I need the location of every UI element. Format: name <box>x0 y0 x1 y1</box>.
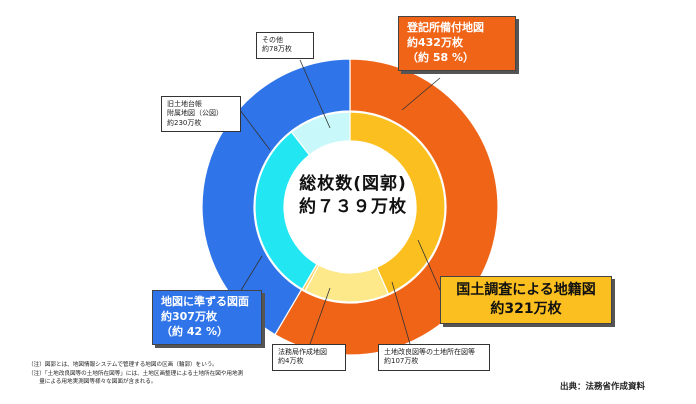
callout-registry-map-count: 約432万枚 <box>407 35 463 49</box>
leader-cadastral-map <box>417 239 441 291</box>
leader-registry-map <box>401 77 441 111</box>
donut-hole <box>285 142 415 272</box>
label-land-improvement-map: 土地改良図等の土地所在図等 約107万枚 <box>378 344 490 371</box>
inner-ring-slice-4 <box>290 111 351 156</box>
leader-land-improvement-map <box>391 281 411 345</box>
callout-cadastral-map: 国土調査による地籍図 約321万枚 <box>440 276 612 324</box>
label-old-ledger-map-line2: 附属地図（公図） <box>167 109 223 118</box>
label-legal-bureau-map-title: 法務局作成地図 <box>278 348 327 356</box>
footnote-3: 量による用地実測図等様々な図面が含まれる。 <box>28 379 157 386</box>
label-old-ledger-map: 旧土地台帳 附属地図（公図） 約230万枚 <box>161 96 241 133</box>
callout-cadastral-map-title: 国土調査による地籍図 <box>456 282 596 298</box>
label-land-improvement-map-title: 土地改良図等の土地所在図等 <box>384 348 475 356</box>
label-old-ledger-map-line1: 旧土地台帳 <box>167 100 202 108</box>
callout-cadastral-map-count: 約321万枚 <box>490 300 562 317</box>
label-legal-bureau-map: 法務局作成地図 約4万枚 <box>272 344 346 371</box>
label-old-ledger-map-count: 約230万枚 <box>167 118 202 127</box>
inner-ring-slice-0 <box>349 111 446 295</box>
callout-quasi-map-title: 地図に準ずる図面 <box>161 295 249 308</box>
callout-registry-map-title: 登記所備付地図 <box>407 21 484 34</box>
callout-registry-map-percent: （約 58 %） <box>407 50 474 64</box>
label-land-improvement-map-count: 約107万枚 <box>384 357 419 366</box>
leader-old-ledger-map <box>239 109 271 151</box>
center-value: 約７３９万枚 <box>299 196 407 217</box>
callout-quasi-map-percent: （約 42 %） <box>161 324 228 338</box>
leader-legal-bureau-map <box>309 287 331 345</box>
footnote-1: （注）図郭とは、地図情報システムで管理する地図の区画（輪郭）をいう。 <box>28 362 218 368</box>
label-other: その他 約78万枚 <box>256 32 314 59</box>
leader-other <box>299 59 331 129</box>
footnotes: （注）図郭とは、地図情報システムで管理する地図の区画（輪郭）をいう。 （注）「土… <box>28 361 288 387</box>
center-total-label: 総枚数(図郭) 約７３９万枚 <box>258 173 448 219</box>
leader-quasi-map <box>239 255 263 293</box>
footnote-2: （注）「土地改良図等の土地所在図等」には、土地区画整理による土地所在図や用地測 <box>28 370 244 377</box>
callout-quasi-map-count: 約307万枚 <box>161 309 217 323</box>
label-other-count: 約78万枚 <box>262 45 292 54</box>
callout-quasi-map: 地図に準ずる図面 約307万枚 （約 42 %） <box>152 290 262 345</box>
callout-registry-map: 登記所備付地図 約432万枚 （約 58 %） <box>398 16 516 71</box>
label-legal-bureau-map-count: 約4万枚 <box>278 357 304 366</box>
center-title: 総枚数(図郭) <box>299 174 407 194</box>
label-other-title: その他 <box>262 36 283 44</box>
source-credit: 出典：法務省作成資料 <box>560 382 646 392</box>
